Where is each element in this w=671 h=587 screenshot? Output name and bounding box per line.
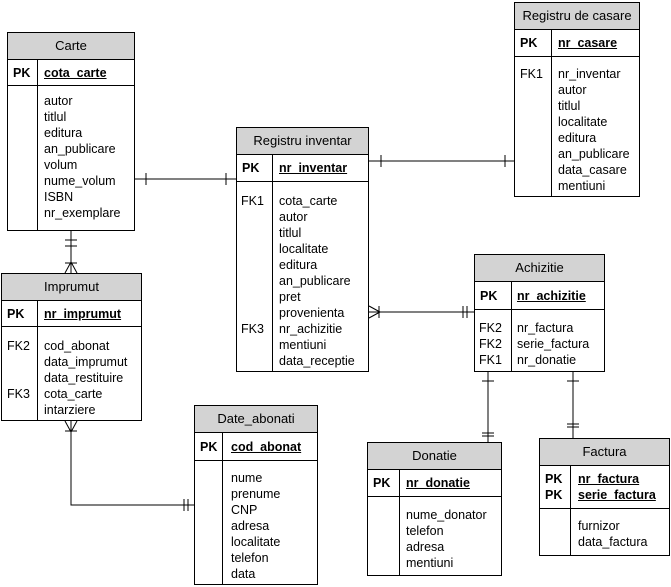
fk-key: FK2: [479, 321, 502, 335]
pk-name: serie_factura: [578, 488, 656, 502]
pk-key: PK: [373, 476, 391, 490]
entity-donatie[interactable]: Donatie PK nr_donatie nume_donator telef…: [367, 442, 502, 576]
attribute: localitate: [558, 115, 608, 129]
pk-key: PK: [520, 36, 538, 50]
attribute: an_publicare: [279, 274, 351, 288]
attribute: cota_carte: [279, 194, 338, 208]
attribute: provenienta: [279, 306, 345, 320]
pk-key: PK: [480, 289, 498, 303]
attribute: furnizor: [578, 519, 620, 533]
attribute: nume_volum: [44, 174, 116, 188]
attribute: autor: [558, 83, 587, 97]
attribute: editura: [279, 258, 318, 272]
entity-imprumut[interactable]: Imprumut PK nr_imprumut FK2 FK3 cod_abon…: [1, 273, 142, 421]
attribute: adresa: [231, 519, 270, 533]
attribute: titlul: [44, 110, 67, 124]
attribute: pret: [279, 290, 301, 304]
attribute: volum: [44, 158, 78, 172]
attribute: titlul: [558, 99, 581, 113]
pk-key: PK: [242, 161, 260, 175]
attribute: localitate: [231, 535, 281, 549]
attribute: an_publicare: [558, 147, 630, 161]
attribute: nr_inventar: [558, 67, 621, 81]
fk-key: FK2: [7, 339, 30, 353]
pk-name: nr_imprumut: [44, 307, 122, 321]
entity-date-abonati[interactable]: Date_abonati PK cod_abonat nume prenume …: [194, 405, 318, 585]
entity-title: Registru de casare: [515, 3, 639, 30]
attribute: autor: [44, 94, 73, 108]
attribute: data_casare: [558, 163, 627, 177]
attribute: mentiuni: [558, 179, 606, 193]
pk-name: cod_abonat: [231, 440, 302, 454]
fk-key: FK1: [520, 67, 543, 81]
attribute: intarziere: [44, 403, 96, 417]
fk-key: FK1: [479, 353, 502, 367]
attribute: autor: [279, 210, 308, 224]
attribute: nr_exemplare: [44, 206, 121, 220]
fk-key: FK3: [241, 322, 264, 336]
attribute: telefon: [406, 524, 444, 538]
entity-factura[interactable]: Factura PK PK nr_factura serie_factura f…: [539, 438, 670, 556]
pk-name: nr_casare: [558, 36, 618, 50]
attribute: telefon: [231, 551, 269, 565]
attribute: cota_carte: [44, 387, 103, 401]
attribute: data_restituire: [44, 371, 124, 385]
entity-title: Date_abonati: [195, 406, 317, 433]
entity-title: Factura: [540, 439, 669, 466]
pk-name: nr_donatie: [406, 476, 470, 490]
entity-achizitie[interactable]: Achizitie PK nr_achizitie FK2 FK2 FK1 nr…: [474, 254, 605, 372]
attribute: titlul: [279, 226, 302, 240]
attribute: data_receptie: [279, 354, 355, 368]
attribute: data_imprumut: [44, 355, 128, 369]
attribute: mentiuni: [406, 556, 454, 570]
entity-registru-casare[interactable]: Registru de casare PK nr_casare FK1 nr_i…: [514, 2, 640, 197]
attribute: serie_factura: [517, 337, 590, 351]
attribute: CNP: [231, 503, 258, 517]
pk-name: cota_carte: [44, 66, 107, 80]
attribute: nume_donator: [406, 508, 487, 522]
attribute: nume: [231, 471, 263, 485]
attribute: ISBN: [44, 190, 74, 204]
entity-carte[interactable]: Carte PK cota_carte autor titlul editura…: [7, 32, 135, 231]
attribute: data: [231, 567, 256, 581]
pk-key: PK: [200, 440, 218, 454]
attribute: data_factura: [578, 535, 648, 549]
entity-title: Carte: [8, 33, 134, 60]
fk-key: FK2: [479, 337, 502, 351]
entity-title: Registru inventar: [237, 128, 368, 155]
attribute: localitate: [279, 242, 329, 256]
pk-key: PK: [7, 307, 25, 321]
pk-name: nr_factura: [578, 472, 640, 486]
attribute: editura: [558, 131, 597, 145]
pk-key: PK: [13, 66, 31, 80]
attribute: editura: [44, 126, 83, 140]
entity-title: Achizitie: [475, 255, 604, 282]
rel-imprumut-abonati: [70, 421, 195, 506]
entity-registru-inventar[interactable]: Registru inventar PK nr_inventar FK1 FK3…: [236, 127, 369, 372]
attribute: prenume: [231, 487, 281, 501]
fk-key: FK3: [7, 387, 30, 401]
attribute: nr_factura: [517, 321, 574, 335]
pk-key: PK: [545, 488, 563, 502]
pk-name: nr_achizitie: [517, 289, 586, 303]
attribute: adresa: [406, 540, 445, 554]
attribute: nr_achizitie: [279, 322, 343, 336]
entity-title: Donatie: [368, 443, 501, 470]
pk-key: PK: [545, 472, 563, 486]
fk-key: FK1: [241, 194, 264, 208]
attribute: cod_abonat: [44, 339, 110, 353]
pk-name: nr_inventar: [279, 161, 348, 175]
entity-title: Imprumut: [2, 274, 141, 301]
attribute: mentiuni: [279, 338, 327, 352]
attribute: nr_donatie: [517, 353, 577, 367]
attribute: an_publicare: [44, 142, 116, 156]
